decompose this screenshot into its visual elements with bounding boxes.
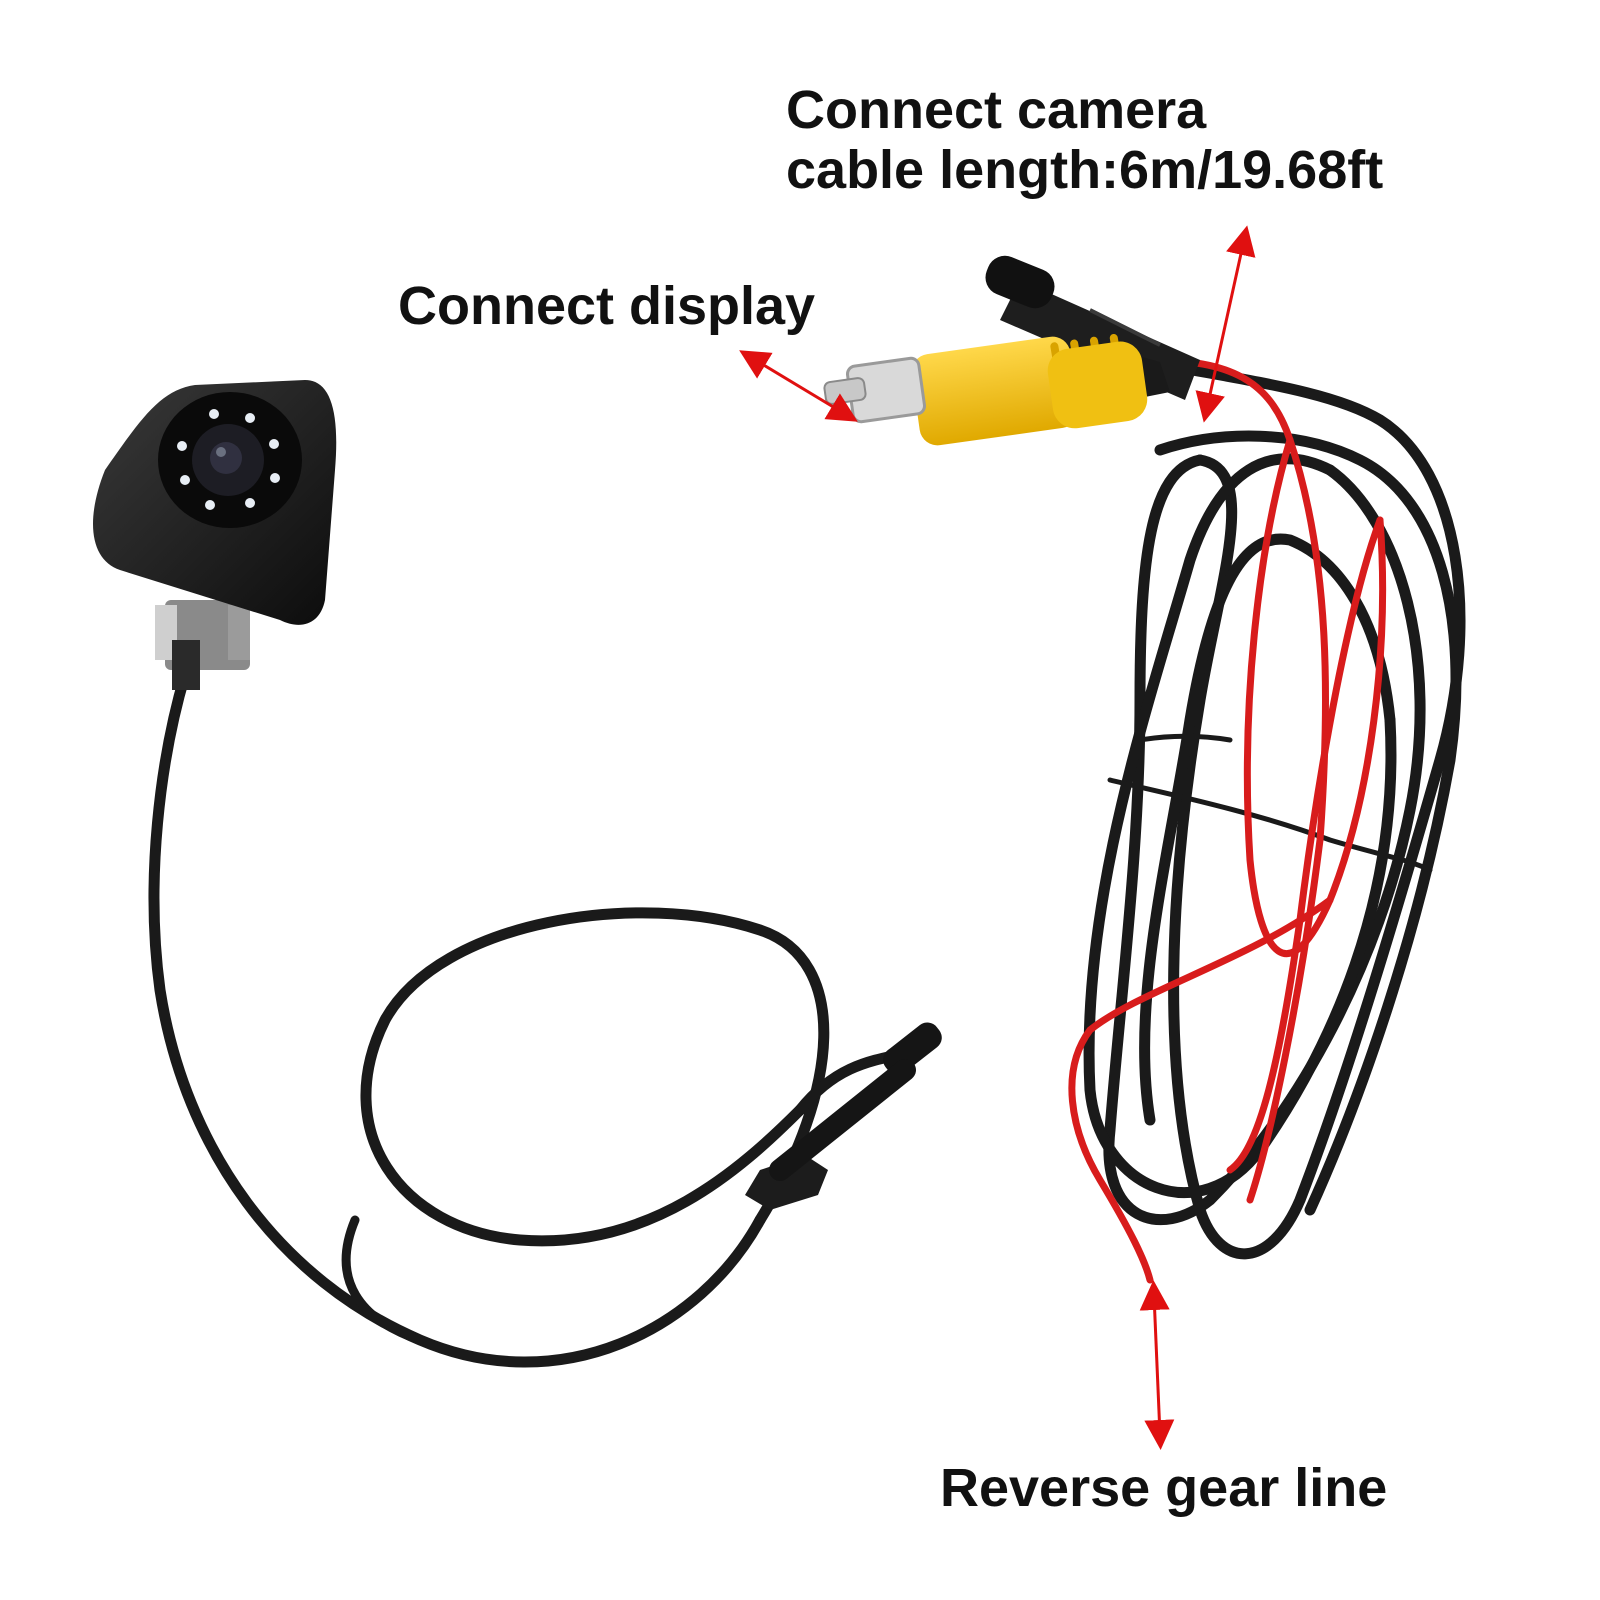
led-ring	[177, 409, 280, 510]
reverse-gear-wire	[1068, 356, 1387, 1284]
label-connect-camera-line1: Connect camera	[786, 80, 1207, 140]
label-reverse-gear-line: Reverse gear line	[940, 1458, 1388, 1518]
backup-camera-icon	[93, 380, 337, 690]
arrow-display	[739, 350, 858, 422]
label-connect-camera: Connect camera cable length:6m/19.68ft	[786, 80, 1383, 201]
arrow-icon	[739, 225, 1256, 1450]
arrow-reverse-gear	[1139, 1280, 1175, 1450]
arrow-camera-cable	[1195, 225, 1256, 423]
label-connect-display: Connect display	[398, 276, 816, 336]
label-cable-length: cable length:6m/19.68ft	[786, 140, 1384, 201]
camera-pigtail-cable	[148, 669, 926, 1368]
pigtail-connector	[745, 1022, 942, 1210]
rca-plug-icon	[823, 333, 1170, 446]
cable-coil-icon	[1083, 354, 1466, 1260]
